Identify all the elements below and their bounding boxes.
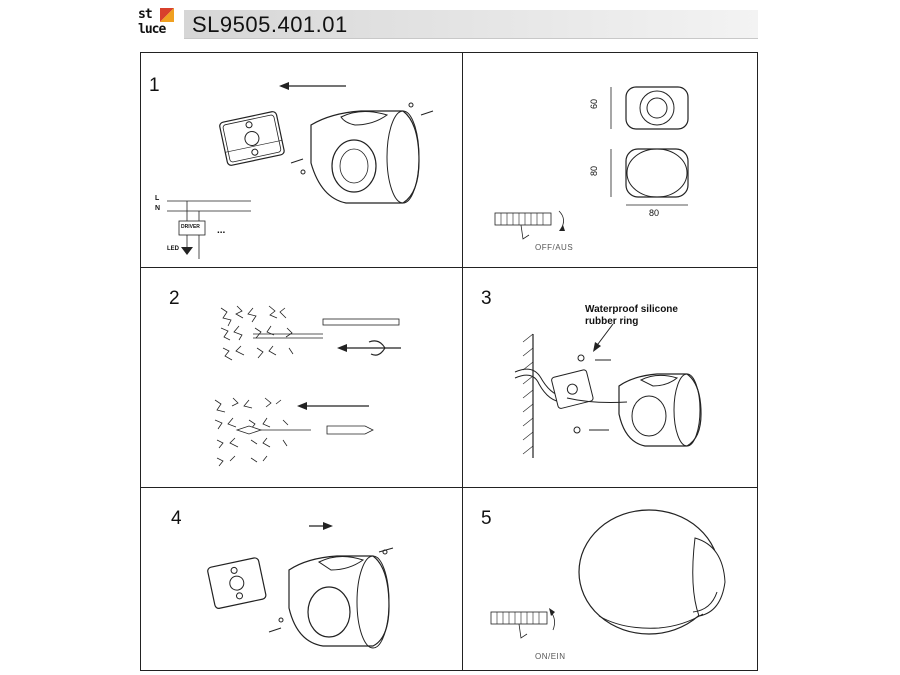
step-1-panel: 1 L N DRIVER L bbox=[141, 53, 462, 267]
logo-mark-icon bbox=[160, 8, 174, 22]
step-number: 1 bbox=[149, 75, 160, 96]
step-5-panel: 5 ON/EIN bbox=[463, 488, 757, 670]
brand-bottom-text: luce bbox=[138, 22, 166, 37]
step-4-panel: 4 bbox=[141, 488, 462, 670]
grid-divider-row2 bbox=[140, 487, 758, 488]
brand-logo: st luce bbox=[136, 8, 184, 40]
instruction-grid bbox=[140, 52, 758, 671]
brand-top-text: st bbox=[138, 7, 153, 22]
callout-silicone-ring: Waterproof silicone rubber ring bbox=[585, 304, 678, 328]
grid-divider-vertical bbox=[462, 52, 463, 671]
callout-line-2: rubber ring bbox=[585, 316, 639, 327]
dimension-height-side: 80 bbox=[589, 165, 600, 177]
callout-line-1: Waterproof silicone bbox=[585, 304, 678, 315]
step-4-illustration bbox=[207, 522, 394, 649]
wire-n-label: N bbox=[155, 205, 161, 212]
step-number: 5 bbox=[481, 508, 492, 529]
step-3-panel: 3 Waterproof silicone rubber ring bbox=[463, 268, 757, 487]
document-header: st luce SL9505.401.01 bbox=[136, 6, 758, 40]
driver-label: DRIVER bbox=[181, 224, 200, 230]
model-number: SL9505.401.01 bbox=[192, 12, 348, 37]
step-2-illustration bbox=[214, 301, 401, 467]
step-number: 3 bbox=[481, 288, 492, 309]
dimensions-illustration bbox=[494, 86, 689, 240]
step-2-panel: 2 bbox=[141, 268, 462, 487]
dimension-width: 80 bbox=[649, 208, 660, 218]
dimension-height-top: 60 bbox=[589, 98, 600, 110]
wire-l-label: L bbox=[155, 195, 160, 202]
step-1-illustration bbox=[167, 82, 434, 259]
step-5-illustration bbox=[490, 509, 726, 639]
switch-on-label: ON/EIN bbox=[535, 652, 566, 661]
ellipsis-text: ... bbox=[217, 225, 226, 236]
led-label: LED bbox=[167, 246, 179, 252]
switch-off-label: OFF/AUS bbox=[535, 243, 574, 252]
header-bar bbox=[184, 10, 758, 39]
step-number: 4 bbox=[171, 508, 182, 529]
grid-divider-row1 bbox=[140, 267, 758, 268]
step-3-illustration bbox=[514, 323, 702, 458]
step-number: 2 bbox=[169, 288, 180, 309]
dimensions-panel: 60 80 80 OFF/AUS bbox=[463, 53, 757, 267]
